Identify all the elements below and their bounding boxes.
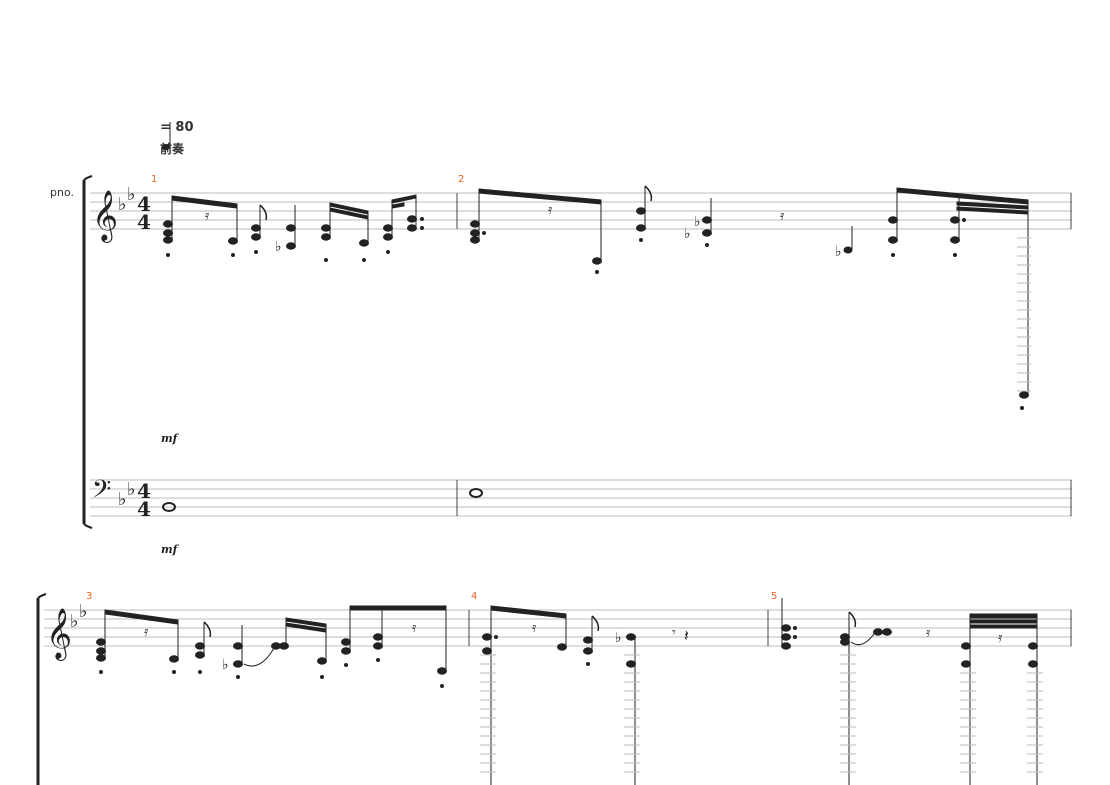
svg-text:♭: ♭: [835, 244, 842, 260]
measure-2-treble-notes: 𝄿 ♭ ♭ 𝄿 ♭: [470, 185, 1029, 410]
ledger-lines: [1017, 237, 1031, 392]
measure-number-1: 1: [151, 174, 158, 185]
system-1: 𝄞 𝄢 ♭♭ ♭♭ 4 4 4 4 𝄿: [82, 175, 1072, 529]
svg-text:𝄿: 𝄿: [532, 620, 537, 636]
svg-text:♭: ♭: [615, 630, 622, 646]
measure-number-2: 2: [458, 174, 465, 185]
svg-text:♭: ♭: [684, 226, 691, 242]
svg-text:𝄿: 𝄿: [926, 625, 931, 641]
svg-text:4: 4: [137, 210, 151, 234]
treble-staff-2: [44, 609, 1072, 647]
measure-number-4: 4: [471, 591, 478, 602]
measure-4-treble-notes: 𝄿 ♭ 𝄾 𝄽: [482, 605, 689, 785]
measure-number-3: 3: [86, 591, 93, 602]
ledger-lines-3: [840, 654, 1043, 773]
svg-text:♭: ♭: [118, 194, 127, 215]
svg-text:𝄾: 𝄾: [672, 625, 676, 641]
tempo-note-icon: [162, 122, 171, 150]
barlines-2: [468, 610, 1072, 646]
svg-text:4: 4: [137, 497, 151, 521]
svg-text:4: 4: [137, 479, 151, 503]
instrument-label: pno.: [50, 186, 74, 199]
svg-text:♭: ♭: [694, 214, 701, 230]
svg-text:♭: ♭: [127, 184, 136, 205]
measure-1-treble-notes: 𝄿 ♭: [163, 194, 424, 262]
bass-clef-icon: 𝄢: [92, 475, 111, 510]
measure-5-treble-notes: 𝄿 𝄿: [781, 598, 1038, 785]
key-signature-treble-2: ♭♭: [70, 601, 88, 632]
time-signature-bass: 4 4: [137, 479, 151, 521]
tempo-marking: = 80: [160, 120, 194, 135]
treble-clef-icon: 𝄞: [92, 190, 118, 243]
barlines: [456, 193, 1072, 516]
dynamic-bass: mf: [161, 543, 178, 556]
time-signature-treble: 4 4: [137, 192, 151, 234]
treble-clef-icon-2: 𝄞: [46, 608, 72, 661]
svg-text:𝄿: 𝄿: [144, 624, 149, 640]
key-signature-treble: ♭♭: [118, 184, 136, 215]
svg-text:𝄽: 𝄽: [684, 626, 689, 645]
measure-number-5: 5: [771, 591, 778, 602]
key-signature-bass: ♭♭: [118, 479, 136, 510]
dynamic-treble: mf: [161, 432, 178, 445]
svg-text:𝄿: 𝄿: [205, 208, 210, 224]
svg-text:♭: ♭: [275, 239, 282, 255]
svg-text:4: 4: [137, 192, 151, 216]
measure-3-treble-notes: 𝄿 ♭ 𝄿: [96, 605, 447, 688]
svg-text:♭: ♭: [127, 479, 136, 500]
svg-text:♭: ♭: [79, 601, 88, 622]
svg-text:♭: ♭: [222, 657, 229, 673]
svg-text:♭: ♭: [118, 489, 127, 510]
tempo-text: = 80: [160, 120, 194, 135]
bass-whole-notes: [162, 488, 483, 512]
bass-staff: [90, 479, 1072, 517]
svg-text:𝄿: 𝄿: [998, 630, 1003, 646]
svg-text:𝄿: 𝄿: [780, 208, 785, 224]
system-2: 𝄞 ♭♭ 𝄿 ♭: [36, 593, 1072, 785]
svg-text:♭: ♭: [70, 611, 79, 632]
svg-text:𝄿: 𝄿: [548, 202, 553, 218]
svg-text:𝄿: 𝄿: [412, 620, 417, 636]
ledger-lines-2: [480, 654, 640, 773]
